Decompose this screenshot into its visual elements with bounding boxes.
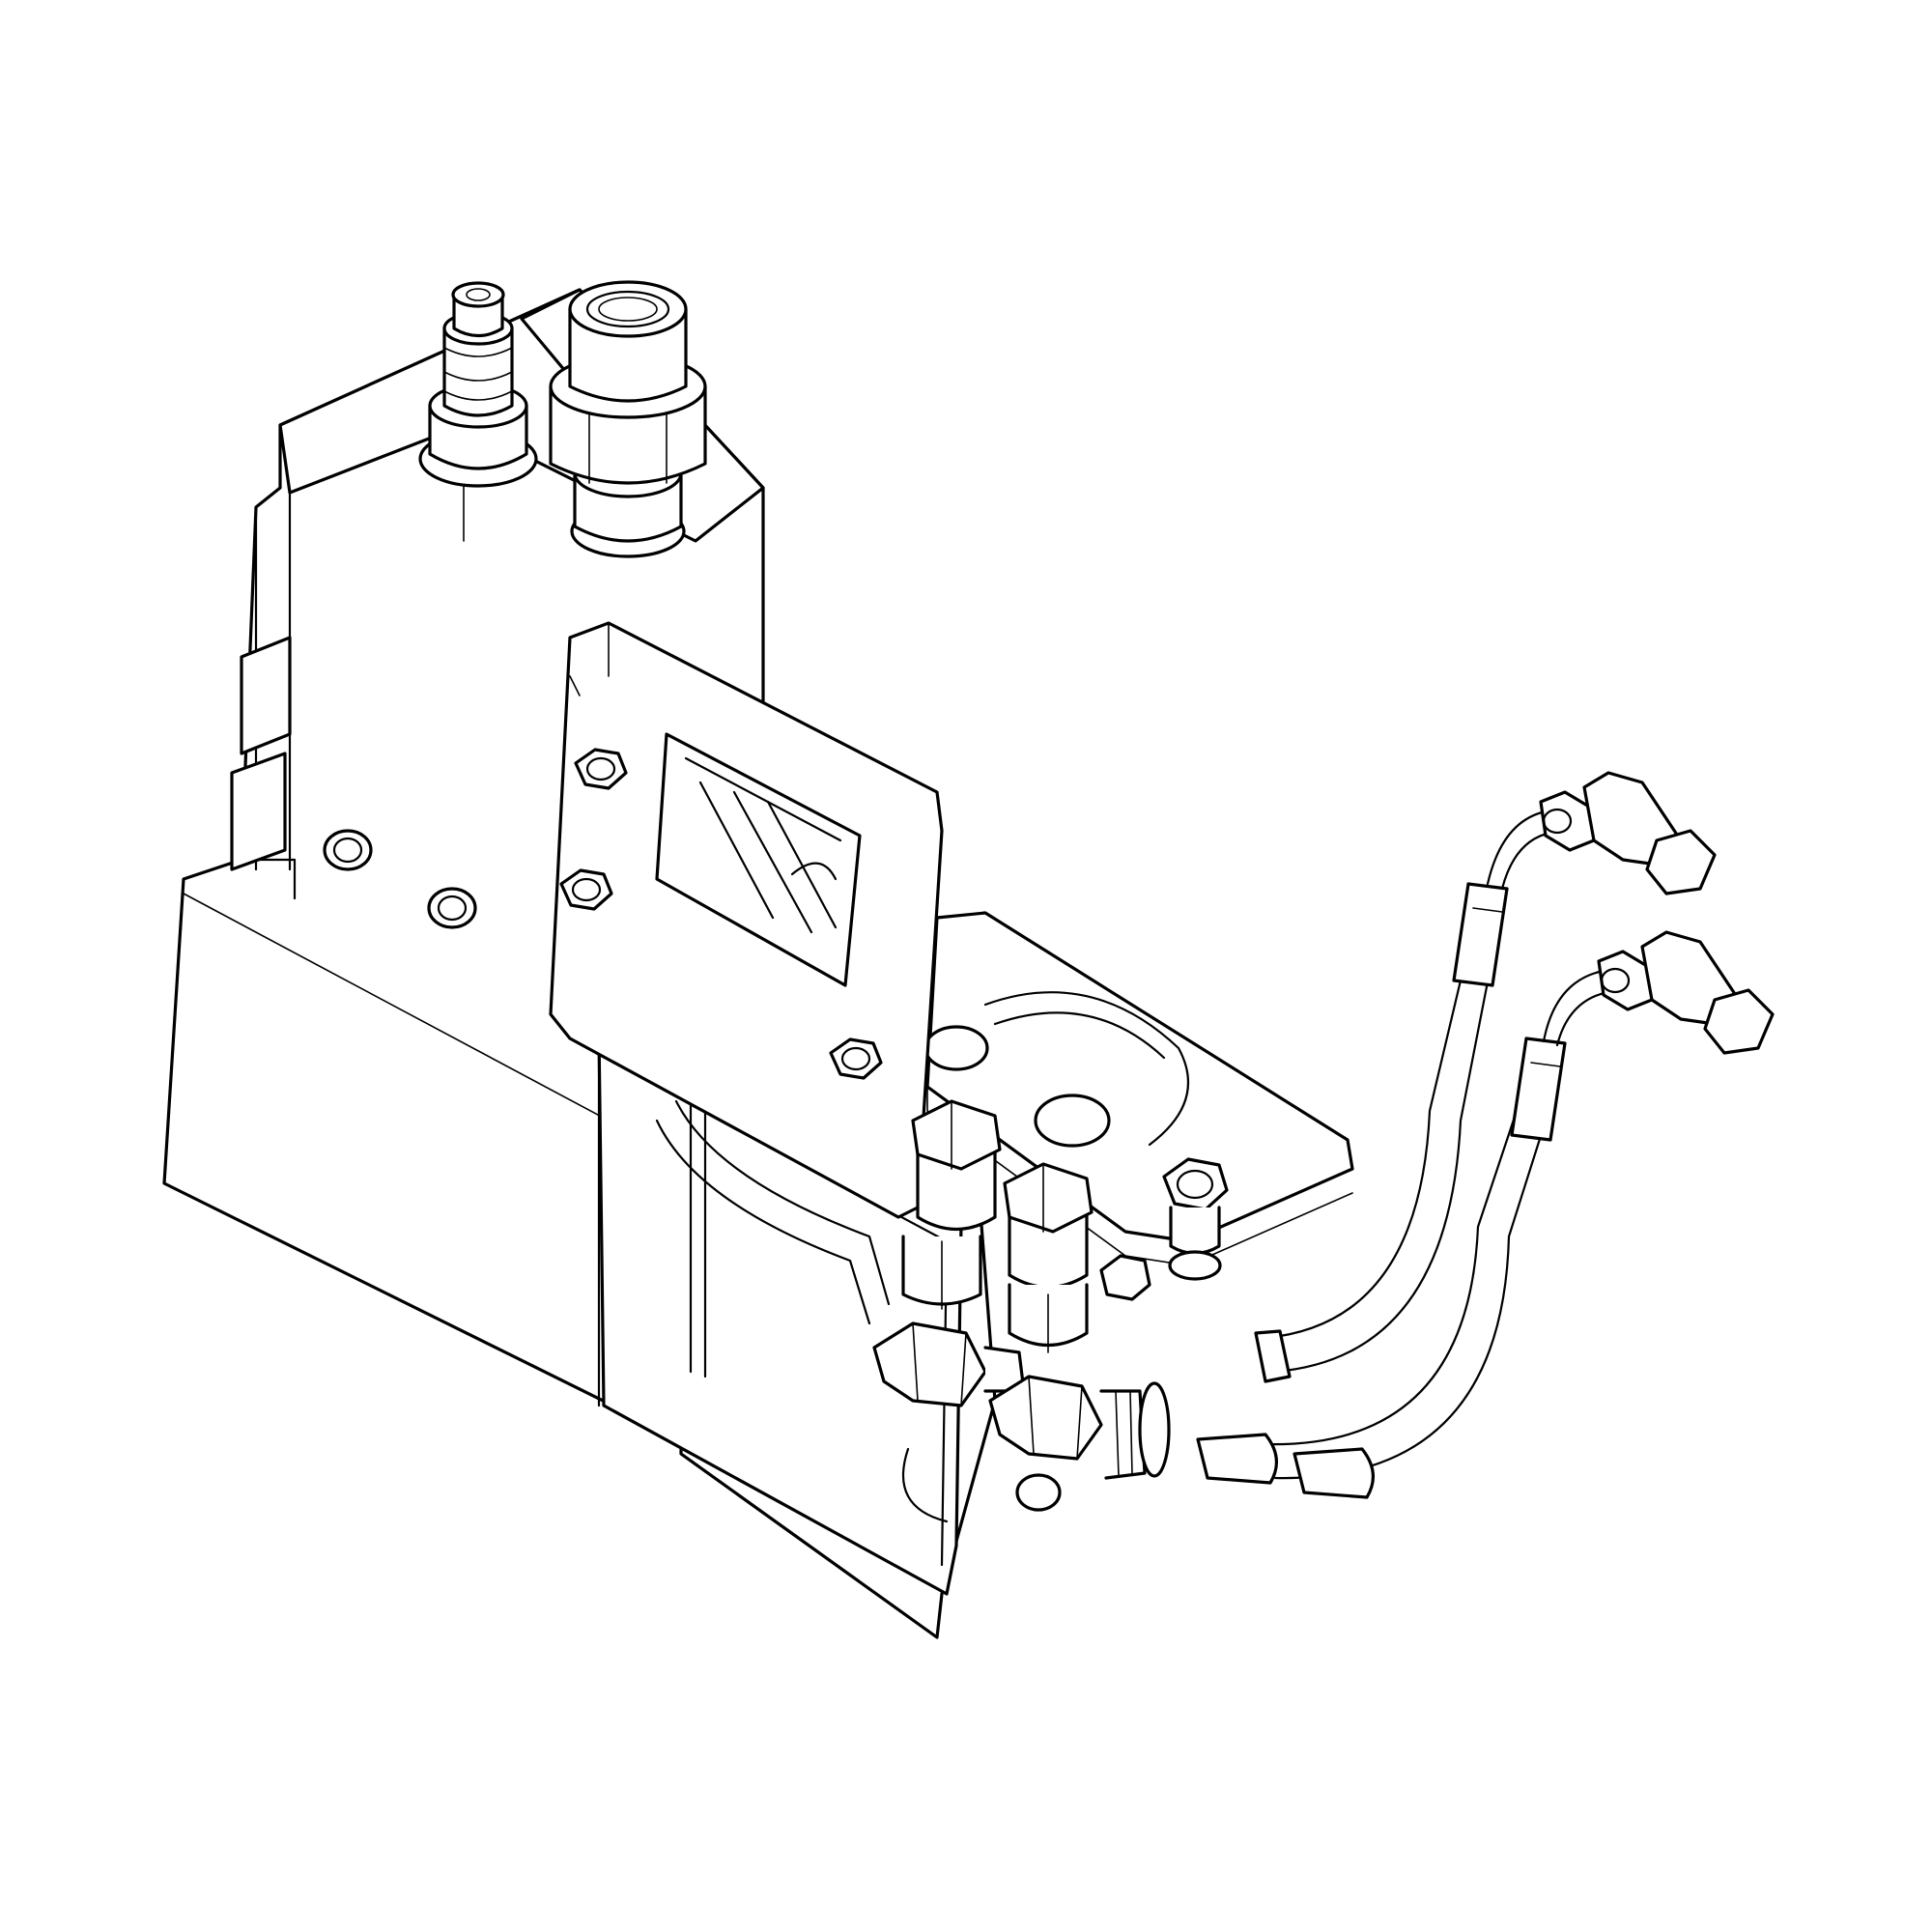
hex-fitting: [913, 1101, 1000, 1230]
bottom-fittings: [874, 1323, 1169, 1478]
bottom-hex-fitting: [874, 1323, 1024, 1406]
hex-nut: [576, 750, 626, 788]
hex-fitting: [903, 1236, 980, 1309]
top-quick-coupler: [420, 283, 536, 486]
hex-nut: [1164, 1159, 1227, 1279]
bottom-hex-fitting: [990, 1377, 1169, 1478]
elbow-fitting: [1541, 773, 1715, 894]
hex-fitting: [1005, 1164, 1092, 1288]
hex-fitting: [1009, 1285, 1087, 1352]
hex-nut: [1101, 1256, 1150, 1299]
hose-upper: [1256, 773, 1715, 1381]
mid-fittings: [903, 1101, 1150, 1352]
hex-nut: [831, 1039, 881, 1078]
plate-nuts: [561, 750, 1227, 1279]
top-large-fitting: [522, 282, 705, 556]
elbow-fitting: [1599, 932, 1773, 1053]
hex-nut: [561, 870, 611, 909]
hose-lower: [1198, 932, 1773, 1497]
